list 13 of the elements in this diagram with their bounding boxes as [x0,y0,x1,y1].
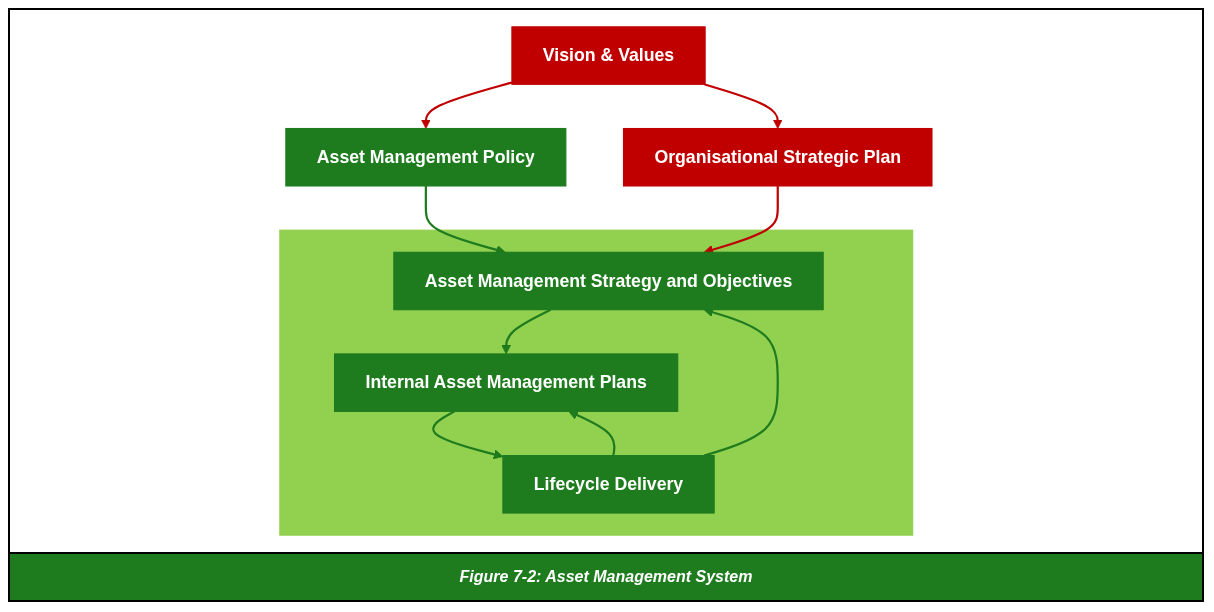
node-box: Asset Management Policy [285,127,567,187]
arrow [568,410,616,456]
node-box: Vision & Values [511,26,706,85]
figure-caption: Figure 7-2: Asset Management System [10,552,1202,600]
arrow [703,83,783,129]
arrow [501,308,552,355]
node-box: Internal Asset Management Plans [334,353,679,412]
arrow [432,410,504,460]
cluster [279,229,914,536]
node-box: Organisational Strategic Plan [623,127,933,187]
arrow [421,81,513,129]
node-box: Lifecycle Delivery [502,455,715,514]
node-box: Asset Management Strategy and Objectives [393,251,824,311]
